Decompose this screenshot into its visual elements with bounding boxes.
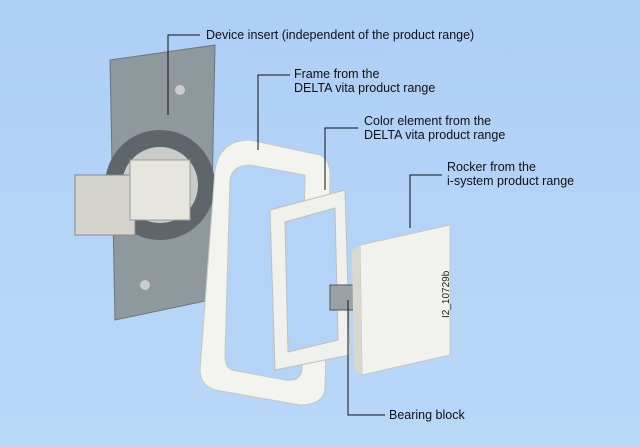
rocker xyxy=(352,224,451,376)
reference-code: I2_10729b xyxy=(441,270,452,318)
label-frame-2: DELTA vita product range xyxy=(294,81,436,95)
label-rocker-2: i-system product range xyxy=(447,174,575,188)
label-device-insert: Device insert (independent of the produc… xyxy=(206,28,475,42)
leader-lines xyxy=(167,34,442,416)
label-rocker-1: Rocker from the xyxy=(447,160,536,174)
label-color-1: Color element from the xyxy=(364,114,492,128)
label-frame-1: Frame from the xyxy=(294,67,380,81)
label-bearing-block: Bearing block xyxy=(389,408,465,422)
label-color-2: DELTA vita product range xyxy=(364,128,506,142)
bearing-block xyxy=(329,284,356,311)
color-element xyxy=(269,189,351,371)
device-insert xyxy=(74,44,216,321)
